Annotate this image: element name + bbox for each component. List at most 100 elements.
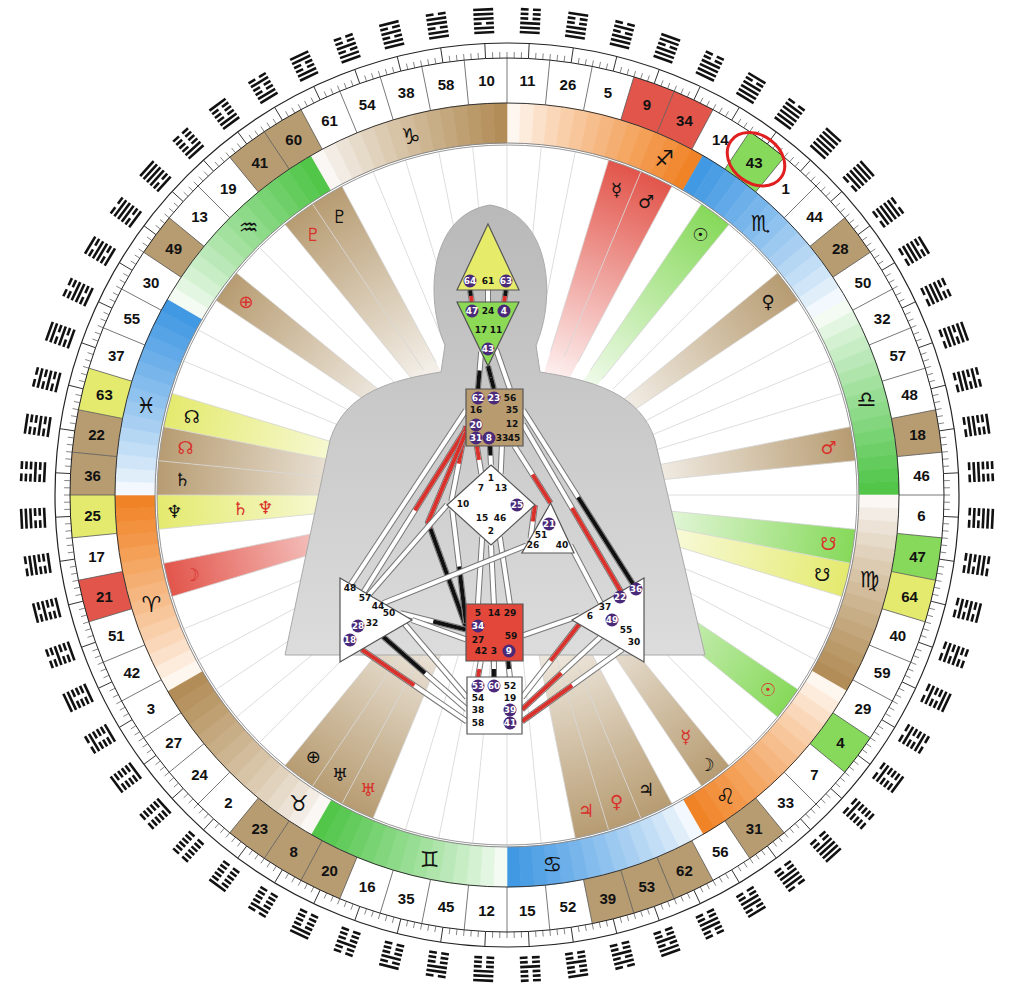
hexagram-line xyxy=(27,568,28,576)
hexagram-line xyxy=(259,73,266,77)
gate-divider xyxy=(236,273,391,400)
gate-label: 52 xyxy=(560,897,577,914)
gate-number: 16 xyxy=(470,405,483,416)
degree-tick xyxy=(286,873,289,878)
hexagram-line xyxy=(47,371,52,390)
hexagram-line xyxy=(578,956,586,957)
hexagram-line xyxy=(227,876,233,881)
hexagram-line xyxy=(230,872,236,877)
channel-group xyxy=(493,661,494,677)
planet-symbol: ♇ xyxy=(332,206,348,227)
degree-tick xyxy=(92,339,98,341)
degree-tick xyxy=(413,62,414,68)
gate-label: 9 xyxy=(643,96,651,113)
degree-tick xyxy=(156,761,161,765)
hexagram-line xyxy=(185,853,191,858)
degree-tick xyxy=(874,255,879,258)
degree-tick xyxy=(298,104,301,109)
degree-tick xyxy=(331,896,333,902)
hexagram-line xyxy=(347,38,354,41)
hexagram-line xyxy=(987,474,990,482)
hexagram-line xyxy=(926,684,929,691)
hexagram-line xyxy=(917,732,921,739)
gate-number: 34 xyxy=(472,620,485,633)
gate-number: 12 xyxy=(506,419,519,430)
hexagram-line xyxy=(612,951,631,956)
hexagram-line xyxy=(311,914,318,917)
degree-tick xyxy=(85,359,91,361)
degree-tick xyxy=(700,98,703,103)
hexagram-line xyxy=(579,965,587,966)
degree-tick xyxy=(866,744,871,747)
degree-tick xyxy=(779,837,783,842)
degree-tick xyxy=(255,854,258,859)
gate-number: 3 xyxy=(491,646,497,657)
hexagram-line xyxy=(179,143,185,148)
hexagram-line xyxy=(192,138,198,143)
gate-number: 21 xyxy=(543,518,556,531)
hexagram-line xyxy=(63,289,66,296)
gate-number: 44 xyxy=(372,601,385,612)
gate-number: 13 xyxy=(495,483,508,494)
hexagram-line xyxy=(888,784,893,790)
gate-number: 63 xyxy=(500,275,513,288)
hexagram-line xyxy=(335,42,342,45)
degree-tick xyxy=(172,788,183,798)
degree-tick xyxy=(921,635,927,637)
gate-number: 33 xyxy=(496,433,509,444)
hexagram-line xyxy=(520,961,528,964)
degree-tick xyxy=(694,890,700,904)
hexagram xyxy=(46,642,74,669)
hexagram-line xyxy=(38,474,41,482)
hexagram xyxy=(209,861,239,891)
channel-group xyxy=(570,546,600,604)
degree-tick xyxy=(305,101,308,106)
degree-tick xyxy=(261,858,264,863)
hexagram-line xyxy=(979,379,981,387)
hexagram-line xyxy=(820,831,826,836)
hexagram-line xyxy=(658,43,665,46)
hexagram-line xyxy=(880,763,885,769)
gate-label: 20 xyxy=(321,862,338,879)
gate-number: 49 xyxy=(606,614,619,627)
hexagram-line xyxy=(39,462,42,470)
hexagram-line xyxy=(63,340,66,347)
hexagram-line xyxy=(249,907,256,911)
degree-tick xyxy=(925,366,931,368)
degree-tick xyxy=(929,380,935,382)
degree-tick xyxy=(169,778,174,782)
degree-tick xyxy=(344,901,346,907)
hexagram-line xyxy=(296,69,303,72)
degree-tick xyxy=(65,458,71,459)
cell-divider xyxy=(583,66,592,110)
hexagram xyxy=(63,684,92,712)
gate-number: 52 xyxy=(504,681,517,692)
hexagram-line xyxy=(54,659,57,666)
hexagram-line xyxy=(926,299,929,306)
hexagram-line xyxy=(982,556,985,576)
hexagram-line xyxy=(133,775,138,781)
degree-tick xyxy=(849,767,854,771)
hexagram-line xyxy=(811,840,817,845)
hexagram-line xyxy=(381,955,400,960)
hexagram-line xyxy=(25,556,26,564)
hexagram-line xyxy=(73,280,76,287)
hexagram-line xyxy=(39,520,42,528)
hexagram-line xyxy=(429,952,437,953)
degree-tick xyxy=(135,732,140,735)
hexagram-line xyxy=(118,771,123,777)
hexagram-line xyxy=(873,773,878,779)
hexagram-line xyxy=(105,724,115,741)
gate-label: 30 xyxy=(143,273,160,290)
planet-symbol: ☊ xyxy=(178,437,194,458)
degree-tick xyxy=(103,675,108,677)
gate-divider xyxy=(564,172,641,357)
hexagram-line xyxy=(968,416,971,436)
degree-tick xyxy=(189,187,193,191)
zodiac-band xyxy=(288,787,321,828)
gate-label: 62 xyxy=(676,862,693,879)
channel-group xyxy=(470,290,472,302)
degree-tick xyxy=(943,516,958,518)
channel-half xyxy=(504,290,506,302)
hexagram-line xyxy=(976,367,978,375)
